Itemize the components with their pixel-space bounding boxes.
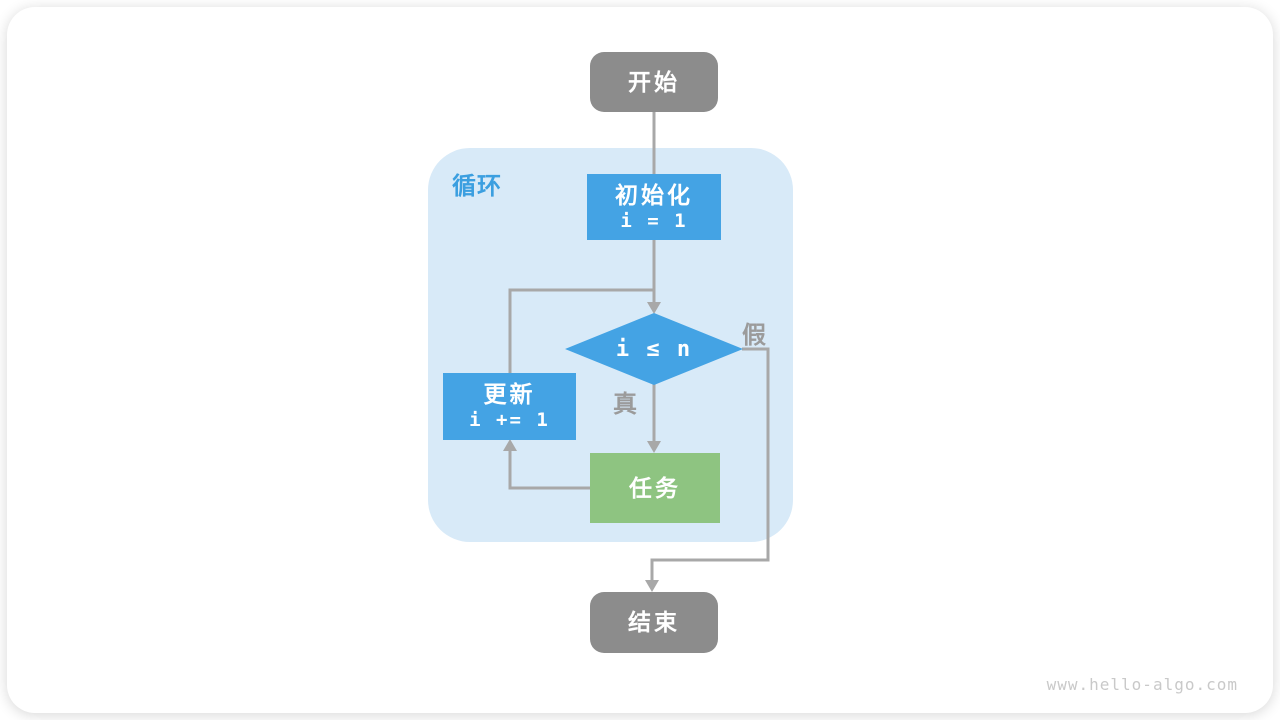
edge-update-to-mainline [508, 288, 654, 375]
init-node: 初始化 i = 1 [587, 174, 721, 240]
update-node-code: i += 1 [469, 409, 550, 431]
task-node: 任务 [590, 453, 720, 523]
edge-condition-to-end [650, 347, 770, 582]
init-node-title: 初始化 [615, 181, 693, 208]
loop-scope-label: 循环 [452, 173, 502, 200]
start-node: 开始 [590, 52, 718, 112]
true-branch-label: 真 [613, 391, 637, 418]
false-branch-label: 假 [742, 322, 766, 349]
end-node: 结束 [590, 592, 718, 653]
update-node-title: 更新 [483, 381, 536, 408]
condition-diamond-shape [565, 313, 743, 385]
arrowhead-into-task [647, 441, 661, 453]
site-watermark: www.hello-algo.com [1046, 675, 1238, 694]
arrowhead-into-end [645, 580, 659, 592]
start-node-label: 开始 [628, 68, 680, 95]
arrowhead-into-condition [647, 302, 661, 314]
task-node-label: 任务 [629, 474, 681, 501]
init-node-code: i = 1 [620, 209, 688, 232]
end-node-label: 结束 [628, 609, 680, 636]
edge-task-to-update [508, 450, 591, 490]
arrowhead-into-update [503, 439, 517, 451]
update-node: 更新 i += 1 [443, 373, 576, 440]
condition-node-code: i ≤ n [615, 336, 693, 362]
